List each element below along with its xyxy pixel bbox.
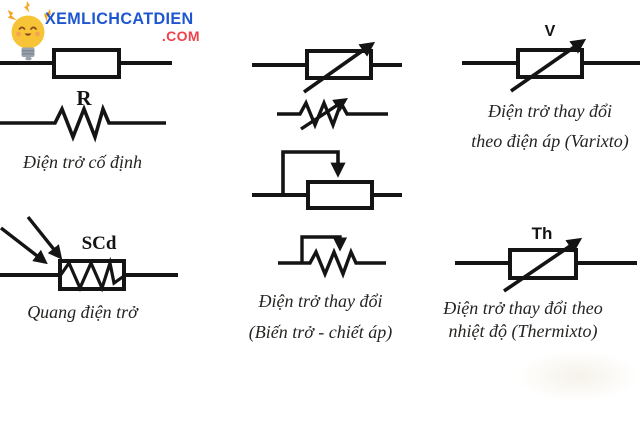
spark-icon [43, 8, 51, 23]
variable-resistor-caption-line2: (Biến trở - chiết áp) [248, 322, 393, 342]
photoresistor-symbol [0, 215, 178, 293]
potentiometer-zigzag-symbol [278, 235, 386, 279]
spark-icon [7, 9, 17, 21]
variable-resistor-zigzag-symbol [277, 98, 388, 131]
bulb-eye [18, 26, 26, 30]
thermistor-caption-line2: nhiệt độ (Thermixto) [448, 321, 598, 341]
bulb-glass [11, 15, 45, 49]
brand-tld: .COM [161, 28, 200, 44]
fixed-resistor-box-symbol [0, 48, 172, 79]
bulb-base [21, 47, 35, 57]
thermistor-symbol [455, 237, 637, 293]
potentiometer-box-symbol [252, 150, 402, 210]
thermistor-ref-label: Th [531, 224, 553, 243]
variable-resistor-box-symbol [252, 41, 402, 94]
lightbulb-icon [7, 1, 51, 61]
fixed-resistor-ref-label: R [76, 86, 92, 110]
variable-resistor-caption-line1: Điện trở thay đổi [258, 291, 383, 311]
brand-text: XEMLICHCATDIEN [45, 9, 194, 28]
fixed-resistor-zigzag-symbol [0, 103, 166, 143]
watermark [515, 350, 640, 402]
varistor-ref-label: V [544, 23, 556, 40]
light-arrows-icon [0, 215, 63, 265]
bulb-mouth [24, 33, 32, 36]
varistor-caption-line2: theo điện áp (Varixto) [471, 131, 629, 151]
spark-icon [24, 1, 30, 13]
varistor-caption-line1: Điện trở thay đổi [487, 101, 613, 121]
varistor-symbol [462, 38, 640, 93]
fixed-resistor-caption: Điện trở cố định [22, 152, 143, 172]
photoresistor-caption: Quang điện trở [27, 302, 138, 322]
bulb-eye [30, 26, 37, 30]
thermistor-caption-line1: Điện trở thay đổi theo [443, 298, 603, 318]
photoresistor-ref-label: SCd [81, 233, 117, 254]
